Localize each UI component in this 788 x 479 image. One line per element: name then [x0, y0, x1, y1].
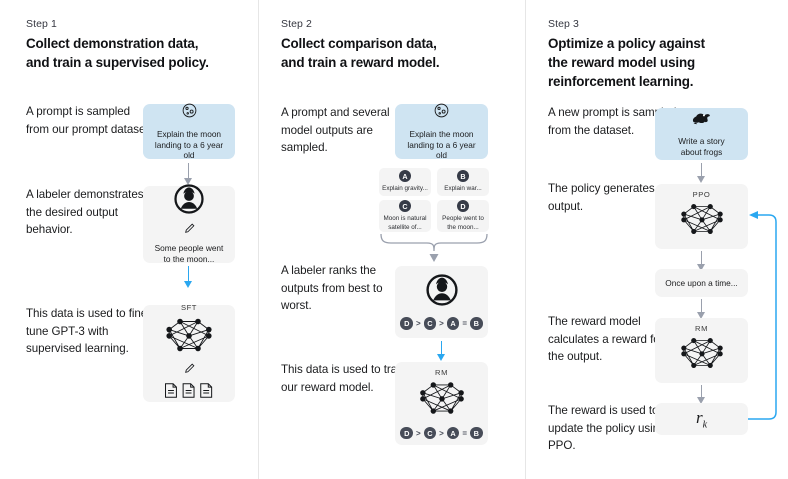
output-card-a[interactable]: A Explain gravity... — [379, 168, 431, 196]
step-3-arrow-4 — [697, 385, 706, 404]
step-1-prompt-box[interactable]: Explain the moon landing to a 6 year old — [143, 102, 235, 161]
step-1-paragraph-1: A prompt is sampled from our prompt data… — [26, 105, 152, 136]
output-badge-c: C — [399, 200, 411, 213]
neural-net-icon — [676, 200, 728, 243]
step-3-paragraph-4: The reward is used to update the policy … — [548, 404, 666, 453]
rm-rank-badge-2: C — [423, 426, 437, 440]
reward-letter: r — [695, 407, 703, 427]
output-card-b[interactable]: B Explain war... — [437, 168, 489, 196]
pencil-icon — [183, 222, 196, 240]
neural-net-icon — [162, 314, 216, 361]
moon-icon — [181, 102, 198, 124]
step-3-arrow-2 — [697, 251, 706, 271]
rank-op-1: > — [415, 319, 421, 328]
output-text-a: Explain gravity... — [382, 185, 428, 193]
rm-rank-badge-1: D — [400, 426, 413, 440]
rm-rank-op-2: > — [439, 428, 444, 438]
output-badge-d: D — [457, 200, 469, 213]
step-3-paragraph-2: The policy generates an output. — [548, 182, 671, 213]
rank-badge-3: A — [446, 317, 460, 330]
step-2-rm-tag: RM — [435, 367, 448, 377]
output-badge-b: B — [457, 170, 469, 183]
rank-badge-2: C — [423, 317, 437, 330]
documents-icon — [163, 382, 215, 404]
step-3-label: Step 3 — [548, 18, 579, 30]
step-2-paragraph-2: A labeler ranks the outputs from best to… — [281, 264, 383, 313]
rank-op-2: > — [439, 319, 444, 328]
step-2-ranking-row: D > C > A = B — [400, 317, 483, 330]
output-text-c: Moon is natural satellite of... — [383, 215, 427, 231]
step-1-paragraph-3: This data is used to fine-tune GPT-3 wit… — [26, 307, 152, 356]
step-1-arrow-2 — [184, 266, 193, 288]
step-3-prompt-box[interactable]: Write a story about frogs — [655, 108, 748, 160]
step-1-arrow-1 — [184, 163, 193, 185]
rm-rank-op-3: = — [462, 428, 467, 438]
rm-rank-badge-4: B — [470, 426, 483, 440]
step-3-title: Optimize a policy against the reward mod… — [548, 36, 705, 90]
step-1-labeler-box[interactable]: Some people went to the moon... — [143, 184, 235, 264]
step-3-ppo-box[interactable]: PPO — [655, 184, 748, 249]
step-3-ppo-tag: PPO — [692, 190, 711, 199]
step-2-label: Step 2 — [281, 18, 312, 30]
step-3-column: Step 3 Optimize a policy against the rew… — [525, 0, 788, 479]
reward-subscript: k — [702, 419, 708, 431]
step-2-arrow-2 — [437, 341, 446, 361]
step-3-rm-box[interactable]: RM — [655, 318, 748, 383]
step-2-rm-ranking-row: D > C > A = B — [400, 426, 483, 440]
step-2-prompt-caption: Explain the moon landing to a 6 year old — [407, 128, 476, 161]
neural-net-icon — [676, 334, 728, 377]
rank-badge-4: B — [470, 317, 483, 330]
neural-net-icon — [415, 378, 469, 423]
step-1-sft-box[interactable]: SFT — [143, 303, 235, 404]
rank-op-3: = — [462, 319, 467, 328]
rm-rank-op-1: > — [415, 428, 421, 438]
step-3-arrow-1 — [697, 163, 706, 183]
person-icon — [425, 274, 458, 311]
step-3-reward-box[interactable]: rk — [655, 403, 748, 435]
rank-badge-1: D — [400, 317, 413, 330]
step-1-paragraph-2: A labeler demonstrates the desired outpu… — [26, 188, 144, 237]
step-3-paragraph-3: The reward model calculates a reward for… — [548, 315, 664, 364]
frog-icon — [691, 111, 713, 131]
rm-rank-badge-3: A — [446, 426, 460, 440]
step-3-output-box[interactable]: Once upon a time... — [655, 269, 748, 297]
output-text-b: Explain war... — [444, 185, 482, 193]
step-2-column: Step 2 Collect comparison data, and trai… — [258, 0, 525, 479]
step-3-paragraph-1: A new prompt is sampled from the dataset… — [548, 106, 677, 137]
step-2-title: Collect comparison data, and train a rew… — [281, 36, 440, 71]
step-2-paragraph-3: This data is used to train our reward mo… — [281, 363, 407, 394]
step-3-prompt-caption: Write a story about frogs — [678, 135, 725, 157]
pencil-icon — [183, 362, 196, 380]
step-2-labeler-box[interactable]: D > C > A = B — [395, 266, 488, 338]
output-text-d: People went to the moon... — [442, 215, 484, 231]
person-icon — [174, 184, 204, 219]
step-3-rm-tag: RM — [695, 324, 708, 333]
output-badge-a: A — [399, 170, 411, 183]
step-1-title: Collect demonstration data, and train a … — [26, 36, 209, 71]
step-1-label: Step 1 — [26, 18, 57, 30]
step-3-output-caption: Once upon a time... — [665, 277, 738, 288]
step-2-rm-box[interactable]: RM D > C — [395, 362, 488, 445]
moon-icon — [433, 102, 450, 124]
output-card-d[interactable]: D People went to the moon... — [437, 200, 489, 232]
output-card-c[interactable]: C Moon is natural satellite of... — [379, 200, 431, 232]
step-1-column: Step 1 Collect demonstration data, and t… — [0, 0, 258, 479]
step-1-labeler-caption: Some people went to the moon... — [154, 243, 224, 264]
step-2-prompt-box[interactable]: Explain the moon landing to a 6 year old — [395, 102, 488, 161]
step-3-arrow-3 — [697, 299, 706, 319]
step-1-sft-tag: SFT — [181, 303, 197, 312]
step-2-paragraph-1: A prompt and several model outputs are s… — [281, 106, 390, 155]
step-1-prompt-caption: Explain the moon landing to a 6 year old — [154, 128, 224, 161]
reward-symbol: rk — [696, 408, 707, 430]
